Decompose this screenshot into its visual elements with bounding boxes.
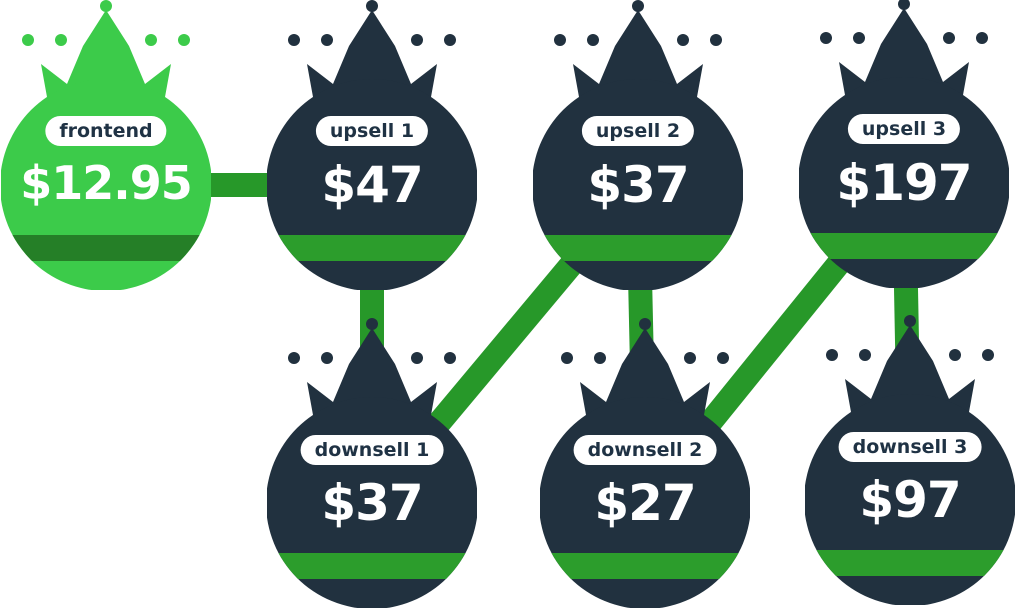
crown-dot-icon bbox=[587, 34, 599, 46]
crown-icon bbox=[307, 328, 437, 426]
badge-band bbox=[267, 553, 477, 579]
frontend-node: frontend $12.95 bbox=[1, 0, 211, 290]
crown-dot-icon bbox=[639, 318, 651, 330]
downsell-3-price: $97 bbox=[859, 471, 961, 529]
crown-dot-icon bbox=[976, 32, 988, 44]
badge-band bbox=[540, 553, 750, 579]
upsell-3-node: upsell 3 $197 bbox=[799, 0, 1009, 288]
badge-band bbox=[1, 235, 211, 261]
upsell-1-node: upsell 1 $47 bbox=[267, 0, 477, 290]
frontend-price: $12.95 bbox=[20, 156, 193, 210]
crown-icon bbox=[845, 325, 975, 423]
crown-dot-icon bbox=[677, 34, 689, 46]
crown-dot-icon bbox=[22, 34, 34, 46]
downsell-1-node: downsell 1 $37 bbox=[267, 318, 477, 608]
crown-dot-icon bbox=[411, 34, 423, 46]
crown-dot-icon bbox=[820, 32, 832, 44]
upsell-1-price: $47 bbox=[321, 156, 423, 214]
crown-dot-icon bbox=[554, 34, 566, 46]
downsell-1-label: downsell 1 bbox=[300, 435, 444, 465]
upsell-3-price: $197 bbox=[836, 154, 972, 212]
crown-dot-icon bbox=[594, 352, 606, 364]
crown-dot-icon bbox=[561, 352, 573, 364]
crown-dot-icon bbox=[145, 34, 157, 46]
crown-dot-icon bbox=[710, 34, 722, 46]
upsell-2-price: $37 bbox=[587, 156, 689, 214]
crown-dot-icon bbox=[321, 34, 333, 46]
crown-icon bbox=[307, 10, 437, 108]
crown-dot-icon bbox=[100, 0, 112, 12]
crown-dot-icon bbox=[288, 352, 300, 364]
crown-dot-icon bbox=[444, 352, 456, 364]
crown-dot-icon bbox=[684, 352, 696, 364]
crown-dot-icon bbox=[826, 349, 838, 361]
crown-dot-icon bbox=[444, 34, 456, 46]
crown-dot-icon bbox=[943, 32, 955, 44]
crown-dot-icon bbox=[949, 349, 961, 361]
crown-dot-icon bbox=[366, 318, 378, 330]
downsell-2-price: $27 bbox=[594, 474, 696, 532]
crown-icon bbox=[580, 328, 710, 426]
upsell-3-label: upsell 3 bbox=[847, 114, 961, 144]
crown-dot-icon bbox=[717, 352, 729, 364]
downsell-3-label: downsell 3 bbox=[838, 432, 982, 462]
crown-icon bbox=[41, 10, 171, 108]
crown-dot-icon bbox=[411, 352, 423, 364]
crown-dot-icon bbox=[632, 0, 644, 12]
downsell-2-node: downsell 2 $27 bbox=[540, 318, 750, 608]
crown-dot-icon bbox=[288, 34, 300, 46]
downsell-1-price: $37 bbox=[321, 474, 423, 532]
crown-icon bbox=[839, 8, 969, 106]
crown-dot-icon bbox=[55, 34, 67, 46]
badge-band bbox=[533, 235, 743, 261]
badge-band bbox=[805, 550, 1015, 576]
upsell-2-node: upsell 2 $37 bbox=[533, 0, 743, 290]
upsell-2-label: upsell 2 bbox=[581, 116, 695, 146]
upsell-1-label: upsell 1 bbox=[315, 116, 429, 146]
downsell-2-label: downsell 2 bbox=[573, 435, 717, 465]
downsell-3-node: downsell 3 $97 bbox=[805, 315, 1015, 605]
crown-icon bbox=[573, 10, 703, 108]
crown-dot-icon bbox=[366, 0, 378, 12]
badge-band bbox=[267, 235, 477, 261]
crown-badge-upsell-3 bbox=[799, 0, 1009, 288]
crown-dot-icon bbox=[321, 352, 333, 364]
frontend-label: frontend bbox=[45, 116, 167, 146]
crown-dot-icon bbox=[853, 32, 865, 44]
crown-dot-icon bbox=[178, 34, 190, 46]
crown-dot-icon bbox=[859, 349, 871, 361]
crown-dot-icon bbox=[904, 315, 916, 327]
crown-dot-icon bbox=[898, 0, 910, 10]
crown-dot-icon bbox=[982, 349, 994, 361]
badge-band bbox=[799, 233, 1009, 259]
